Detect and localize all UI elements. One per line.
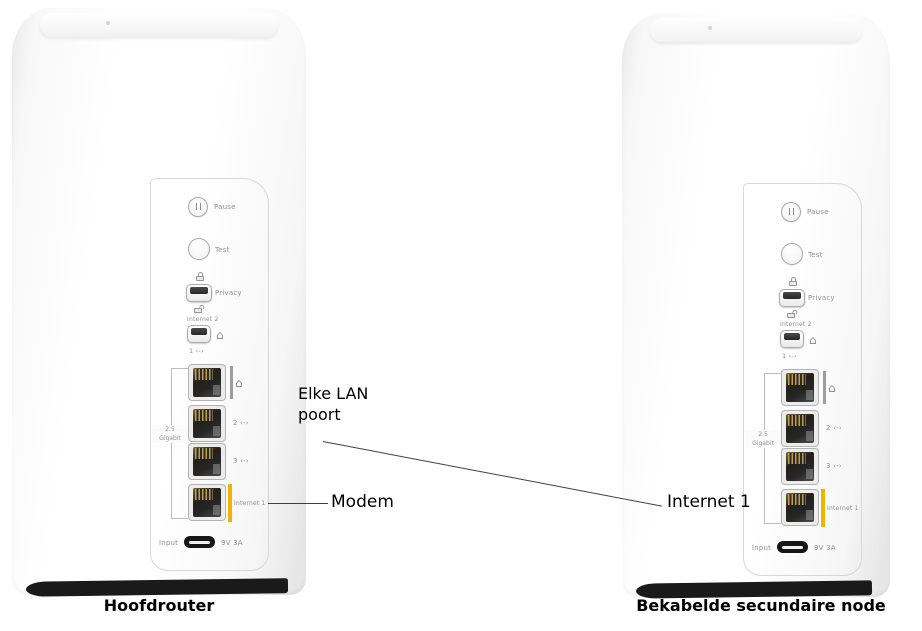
- device-top: [650, 18, 862, 42]
- ethernet-port-2: [781, 410, 819, 447]
- port-jack: [786, 493, 814, 522]
- device-body: [622, 13, 890, 597]
- privacy-label: Privacy: [215, 289, 242, 297]
- device-body: [12, 8, 306, 595]
- internet1-callout: Internet 1: [667, 492, 751, 512]
- privacy-switch: [779, 289, 805, 307]
- callout-line-modem: [268, 503, 328, 504]
- pause-icon: [789, 208, 794, 215]
- internet1-port-label: Internet 1: [234, 500, 266, 507]
- lock-icon: [788, 277, 798, 286]
- port-jack: [786, 414, 814, 443]
- lan-indicator-bar: [823, 371, 826, 404]
- home-icon: ⌂: [216, 328, 224, 342]
- switch-mode-label: 1 ‹-›: [782, 352, 797, 360]
- main-router-device: Pause Test Privacy Internet 2 ⌂ 1 ‹-› 2.…: [12, 8, 306, 597]
- secondary-node-caption: Bekabelde secundaire node: [636, 596, 886, 615]
- port2-label: 2 ‹-›: [826, 424, 842, 432]
- pause-button: [781, 202, 801, 222]
- usbc-power-port: [184, 536, 215, 548]
- usbc-power-port: [777, 541, 808, 553]
- port-jack: [786, 452, 814, 481]
- internet1-port: [188, 484, 226, 521]
- switch-mode-label: 1 ‹-›: [189, 347, 204, 355]
- internet-indicator-bar: [821, 489, 825, 527]
- modem-callout: Modem: [331, 492, 394, 512]
- privacy-switch: [186, 284, 212, 302]
- pause-label: Pause: [214, 203, 236, 211]
- port-jack: [786, 373, 814, 402]
- speed-label: 2.5 Gigabit: [152, 425, 188, 443]
- unlock-icon: [193, 304, 205, 313]
- main-router-caption: Hoofdrouter: [103, 596, 215, 615]
- internet2-switch-label: Internet 2: [780, 321, 812, 328]
- port2-label: 2 ‹-›: [233, 419, 249, 427]
- power-rating-label: 9V 3A: [814, 544, 836, 552]
- unlock-icon: [786, 309, 798, 318]
- ethernet-port-2: [188, 405, 226, 442]
- pause-label: Pause: [807, 208, 829, 216]
- device-top: [40, 13, 278, 37]
- ethernet-port-1: [188, 364, 226, 401]
- speed-label: 2.5 Gigabit: [745, 430, 781, 448]
- speed-bracket: [764, 373, 781, 524]
- port-jack: [193, 368, 221, 397]
- home-icon: ⌂: [828, 381, 836, 395]
- pause-icon: [196, 203, 201, 210]
- ethernet-port-3: [188, 443, 226, 480]
- rear-panel: Pause Test Privacy Internet 2 ⌂ 1 ‹-› 2.…: [743, 183, 862, 576]
- status-led: [707, 26, 712, 30]
- port3-label: 3 ‹-›: [233, 457, 249, 465]
- status-led: [106, 21, 111, 25]
- input-label: Input: [159, 539, 179, 547]
- internet1-port-label: Internet 1: [827, 505, 859, 512]
- privacy-label: Privacy: [808, 294, 835, 302]
- rear-panel: Pause Test Privacy Internet 2 ⌂ 1 ‹-› 2.…: [150, 178, 269, 571]
- port3-label: 3 ‹-›: [826, 462, 842, 470]
- home-icon: ⌂: [809, 333, 817, 347]
- ethernet-port-3: [781, 448, 819, 485]
- internet-indicator-bar: [228, 484, 232, 522]
- internet2-switch-label: Internet 2: [187, 316, 219, 323]
- power-rating-label: 9V 3A: [221, 539, 243, 547]
- port-jack: [193, 488, 221, 517]
- test-button: [781, 243, 803, 265]
- home-icon: ⌂: [235, 376, 243, 390]
- lock-icon: [195, 272, 205, 281]
- pause-button: [188, 197, 208, 217]
- port-jack: [193, 409, 221, 438]
- port-jack: [193, 447, 221, 476]
- secondary-node-device: Pause Test Privacy Internet 2 ⌂ 1 ‹-› 2.…: [622, 13, 890, 599]
- internet2-switch: [187, 325, 211, 343]
- test-label: Test: [808, 251, 823, 259]
- speed-bracket: [171, 368, 188, 519]
- internet1-port: [781, 489, 819, 526]
- internet2-switch: [780, 330, 804, 348]
- lan-port-callout: Elke LAN poort: [298, 384, 369, 425]
- test-label: Test: [215, 246, 230, 254]
- input-label: Input: [752, 544, 772, 552]
- lan-indicator-bar: [230, 366, 233, 399]
- ethernet-port-1: [781, 369, 819, 406]
- test-button: [188, 238, 210, 260]
